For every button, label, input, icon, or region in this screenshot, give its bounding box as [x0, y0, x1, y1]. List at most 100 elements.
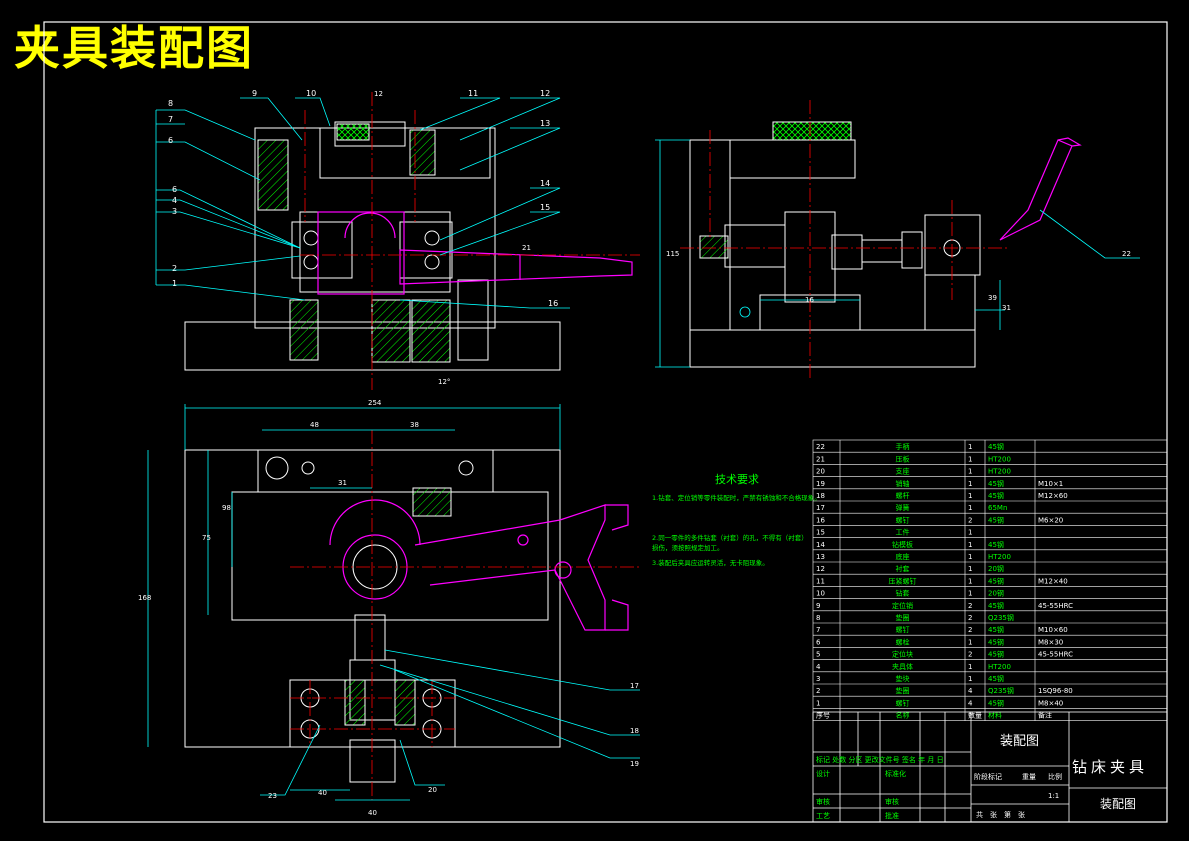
bom-cell-mat: HT200	[988, 663, 1011, 671]
bom-cell-no: 12	[816, 565, 825, 573]
bom-cell-note: M10×1	[1038, 480, 1063, 488]
revision-header: 标记 处数 分区 更改文件号 签名 年 月 日	[816, 755, 944, 764]
svg-text:39: 39	[988, 294, 997, 302]
sheet-name: 装配图	[1100, 797, 1136, 811]
bom-cell-mat: 45钢	[988, 479, 1004, 488]
bom-cell-name: 螺钉	[896, 515, 910, 524]
bom-cell-qty: 1	[968, 663, 972, 671]
bom-cell-qty: 1	[968, 553, 972, 561]
bom-cell-name: 手柄	[896, 442, 910, 451]
side-handle	[999, 137, 1082, 241]
bom-cell-no: 1	[816, 699, 820, 707]
bom-cell-name: 工件	[896, 528, 910, 537]
bom-cell-no: 11	[816, 577, 825, 585]
balloon: 20	[428, 786, 437, 794]
bom-cell-mat: 45钢	[988, 491, 1004, 500]
svg-text:审核: 审核	[816, 797, 830, 806]
title-block	[812, 711, 1168, 823]
plan-dim-labels: 254 48 38 31 168 75 98 40 40 17 18 19 20…	[138, 399, 639, 817]
front-workpiece	[317, 211, 633, 295]
title-block-text: 装配图 钻床夹具 装配图 标记 处数 分区 更改文件号 签名 年 月 日 设计 …	[816, 734, 1144, 820]
bom-cell-name: 弹簧	[896, 503, 910, 512]
balloon: 11	[468, 89, 478, 98]
bom-cell-qty: 1	[968, 565, 972, 573]
svg-text:重量: 重量	[1022, 773, 1036, 781]
bom-cell-no: 2	[816, 687, 820, 695]
bom-cell-qty: 4	[968, 687, 973, 695]
balloon: 16	[548, 299, 558, 308]
bom-cell-mat: HT200	[988, 553, 1011, 561]
svg-text:48: 48	[310, 421, 319, 429]
plan-dims	[147, 404, 640, 801]
bom-cell-name: 定位块	[892, 650, 913, 659]
front-centerlines	[300, 92, 640, 390]
svg-text:38: 38	[410, 421, 419, 429]
balloon: 22	[1122, 250, 1131, 258]
bom-cell-note: 备注	[1038, 711, 1052, 720]
side-view	[689, 121, 981, 368]
bom-cell-qty: 1	[968, 504, 972, 512]
svg-text:254: 254	[368, 399, 382, 407]
bom-cell-mat: 45钢	[988, 650, 1004, 659]
bom-cell-qty: 2	[968, 602, 972, 610]
svg-text:115: 115	[666, 250, 679, 258]
svg-text:工艺: 工艺	[816, 812, 830, 820]
bom-cell-note: M8×30	[1038, 638, 1063, 646]
balloon: 15	[540, 203, 550, 212]
bom-cell-mat: HT200	[988, 455, 1011, 463]
bom-cell-no: 22	[816, 443, 825, 451]
bom-cell-name: 底座	[896, 552, 910, 561]
bom-cell-qty: 2	[968, 626, 972, 634]
svg-text:168: 168	[138, 594, 151, 602]
svg-text:75: 75	[202, 534, 211, 542]
balloon: 9	[252, 89, 257, 98]
svg-text:共 张 第 张: 共 张 第 张	[976, 810, 1025, 819]
svg-text:40: 40	[368, 809, 377, 817]
svg-text:12°: 12°	[438, 378, 450, 386]
bom-cell-qty: 4	[968, 699, 973, 707]
side-dims	[655, 139, 1140, 368]
balloon: 4	[172, 196, 177, 205]
bom-cell-mat: 65Mn	[988, 504, 1007, 512]
bom-cell-name: 螺杆	[896, 491, 910, 500]
bom-cell-mat: 20钢	[988, 589, 1004, 598]
bom-cell-no: 17	[816, 504, 825, 512]
bom-cell-note: M12×60	[1038, 492, 1068, 500]
bom-cell-no: 16	[816, 516, 825, 524]
bom-cell-name: 垫块	[896, 674, 910, 683]
bom-cell-no: 4	[816, 663, 821, 671]
bom-cell-qty: 1	[968, 541, 972, 549]
tech-line: 3.装配后夹具应运转灵活，无卡阻现象。	[652, 558, 769, 567]
balloon: 7	[168, 115, 173, 124]
bom-cell-name: 压紧螺钉	[889, 576, 917, 585]
side-dim-labels: 115 16 31 39 22	[666, 250, 1131, 312]
bom-row: 17 弹簧 1 65Mn	[816, 503, 1007, 512]
bom-cell-name: 螺钉	[896, 625, 910, 634]
bom-frame	[812, 439, 1168, 721]
bom-cell-name: 销轴	[896, 479, 910, 488]
svg-text:98: 98	[222, 504, 231, 512]
bom-header-row: 序号名称数量材料备注	[816, 711, 1052, 720]
front-balloon-labels: 8 7 6 6 4 3 2 1 9 10 11 12 13 14 15 16	[168, 89, 558, 308]
bom-cell-no: 7	[816, 626, 820, 634]
drawing-name: 装配图	[1000, 734, 1039, 749]
bom-cell-name: 螺钉	[896, 698, 910, 707]
bom-cell-no: 20	[816, 468, 825, 476]
balloon: 17	[630, 682, 639, 690]
bom-cell-qty: 1	[968, 590, 972, 598]
bom-cell-note: M10×60	[1038, 626, 1068, 634]
bom-cell-qty: 数量	[968, 711, 982, 720]
bom-cell-qty: 1	[968, 480, 972, 488]
balloon: 23	[268, 792, 277, 800]
svg-text:审核: 审核	[885, 797, 899, 806]
